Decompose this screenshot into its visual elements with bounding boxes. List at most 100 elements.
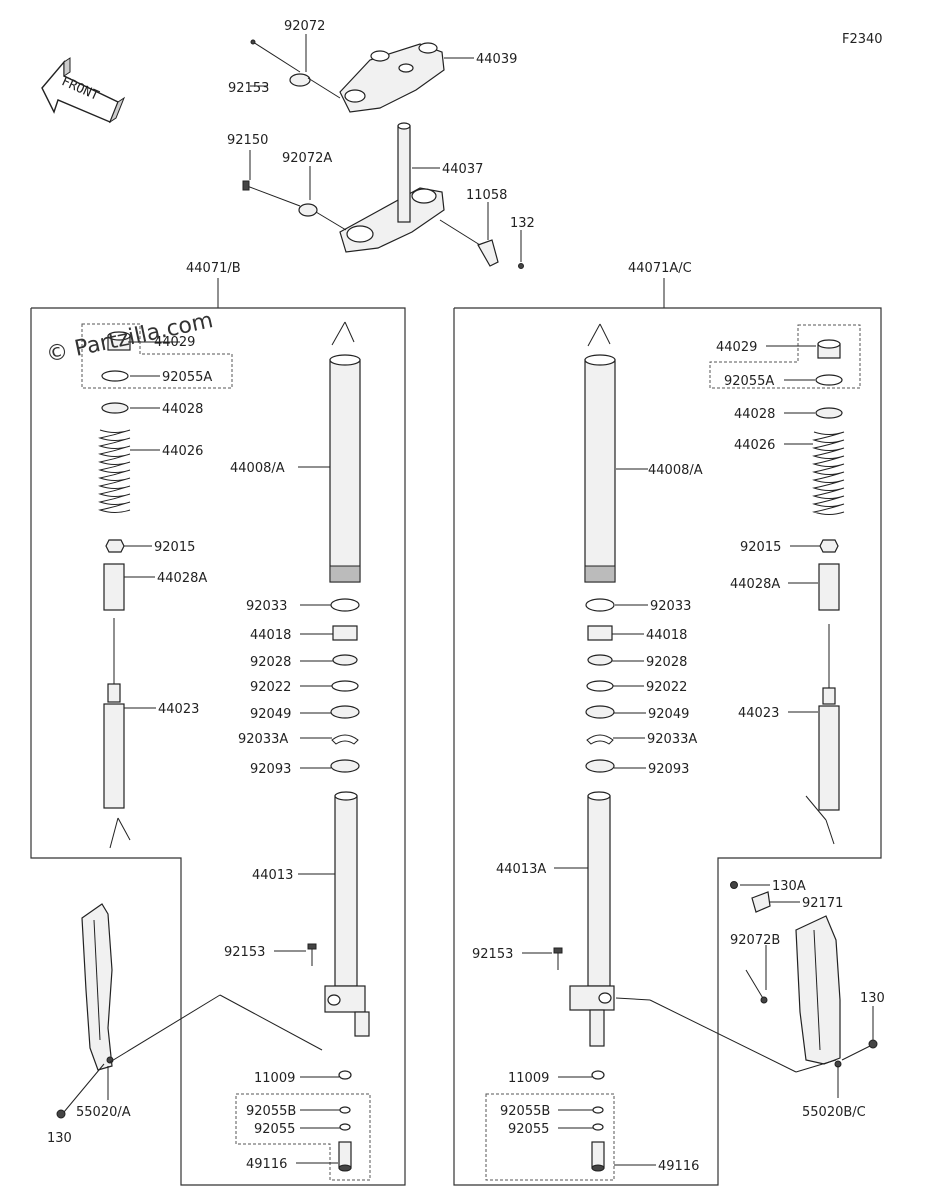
right-bolt-130a: [730, 881, 738, 889]
left-o-ring-92055a: [101, 370, 129, 382]
right-guard-bolt: [841, 1039, 878, 1061]
left-label-44008a: 44008/A: [230, 461, 285, 476]
lower-bolt: [242, 180, 301, 207]
left-inner-tube: [329, 354, 361, 583]
left-label-92033a: 92033A: [238, 732, 288, 747]
left-top-cap: [107, 331, 131, 351]
left-assembly-label: 44071/B: [186, 261, 241, 276]
left-valve-49116: [338, 1141, 352, 1172]
right-spring: [812, 431, 845, 515]
left-label-92028: 92028: [250, 655, 291, 670]
label-11058: 11058: [466, 188, 507, 203]
right-o-ring-92055: [592, 1123, 604, 1131]
right-cartridge: [818, 624, 840, 811]
label-92153: 92153: [228, 81, 269, 96]
right-nut: [819, 539, 839, 553]
right-collar-92072b: [745, 969, 768, 1004]
right-label-92033: 92033: [650, 599, 691, 614]
right-label-92055a: 92055A: [724, 374, 774, 389]
right-o-ring-11009: [591, 1070, 605, 1080]
right-label-92055: 92055: [508, 1122, 549, 1137]
right-fork-guard: [795, 915, 842, 1068]
upper-triple-clamp: [339, 42, 445, 113]
left-label-49116: 49116: [246, 1157, 287, 1172]
right-axle-bolt: [553, 947, 563, 970]
left-label-44028: 44028: [162, 402, 203, 417]
right-oil-seal-92049: [585, 705, 615, 719]
hose-guide-bracket: [439, 219, 499, 267]
right-ring-92033: [585, 598, 615, 612]
right-top-cap: [817, 339, 841, 359]
right-label-44029: 44029: [716, 340, 757, 355]
diagram-code: F2340: [842, 32, 883, 47]
right-spring-seat: [815, 407, 843, 419]
left-ring-92033: [330, 598, 360, 612]
right-label-44023: 44023: [738, 706, 779, 721]
right-label-92033a: 92033A: [647, 732, 697, 747]
lower-clamp-collar: [298, 203, 347, 231]
right-label-92093: 92093: [648, 762, 689, 777]
left-o-ring-11009: [338, 1070, 352, 1080]
left-bushing-44018: [332, 625, 358, 641]
left-label-44029: 44029: [154, 335, 195, 350]
label-92072a: 92072A: [282, 151, 332, 166]
right-label-92049: 92049: [648, 707, 689, 722]
right-label-92171: 92171: [802, 896, 843, 911]
small-bolt: [518, 263, 524, 269]
left-label-130: 130: [47, 1131, 72, 1146]
right-clip-92033a: [586, 734, 614, 745]
right-label-49116: 49116: [658, 1159, 699, 1174]
left-fork-guard: [81, 903, 114, 1071]
left-label-92015: 92015: [154, 540, 195, 555]
right-outer-tube: [569, 791, 615, 1047]
right-label-44018: 44018: [646, 628, 687, 643]
left-cartridge: [103, 618, 125, 809]
watermark: © Partzilla.com: [44, 308, 215, 368]
left-label-92033: 92033: [246, 599, 287, 614]
right-label-92028: 92028: [646, 655, 687, 670]
upper-clamp-collar: [289, 73, 341, 99]
left-guard-bolt: [56, 1063, 105, 1119]
right-o-ring-92055a: [815, 374, 843, 386]
left-o-ring-92055b: [339, 1106, 351, 1114]
right-label-44026: 44026: [734, 438, 775, 453]
left-outer-tube: [324, 791, 370, 1037]
left-label-92055a: 92055A: [162, 370, 212, 385]
left-dust-seal-92093: [330, 759, 360, 773]
right-label-11009: 11009: [508, 1071, 549, 1086]
steering-stem: [397, 122, 411, 223]
right-label-44008a: 44008/A: [648, 463, 703, 478]
left-fork-frame: [30, 307, 406, 1186]
left-spring: [98, 429, 131, 513]
left-label-92055: 92055: [254, 1122, 295, 1137]
front-arrow-icon: FRONT: [41, 57, 126, 124]
upper-bolt: [250, 39, 301, 73]
left-label-44026: 44026: [162, 444, 203, 459]
left-label-44018: 44018: [250, 628, 291, 643]
left-label-92153: 92153: [224, 945, 265, 960]
left-label-44028a: 44028A: [157, 571, 207, 586]
right-washer-92022: [586, 680, 614, 692]
right-inner-tube: [584, 354, 616, 583]
left-nut: [105, 539, 125, 553]
right-valve-49116: [591, 1141, 605, 1172]
right-label-92055b: 92055B: [500, 1104, 550, 1119]
right-dust-seal-92093: [585, 759, 615, 773]
left-label-44013: 44013: [252, 868, 293, 883]
right-label-44028: 44028: [734, 407, 775, 422]
left-axle-bolt: [307, 943, 317, 966]
left-clip-92033a: [331, 734, 359, 745]
right-spring-guide: [818, 563, 840, 611]
right-label-130a: 130A: [772, 879, 806, 894]
left-label-92055b: 92055B: [246, 1104, 296, 1119]
label-92072: 92072: [284, 19, 325, 34]
left-label-92093: 92093: [250, 762, 291, 777]
left-o-ring-92055: [339, 1123, 351, 1131]
right-label-92072b: 92072B: [730, 933, 780, 948]
left-spring-seat: [101, 402, 129, 414]
label-44039: 44039: [476, 52, 517, 67]
left-label-44023: 44023: [158, 702, 199, 717]
right-fork-frame: [453, 307, 882, 1186]
label-132: 132: [510, 216, 535, 231]
right-label-92015: 92015: [740, 540, 781, 555]
